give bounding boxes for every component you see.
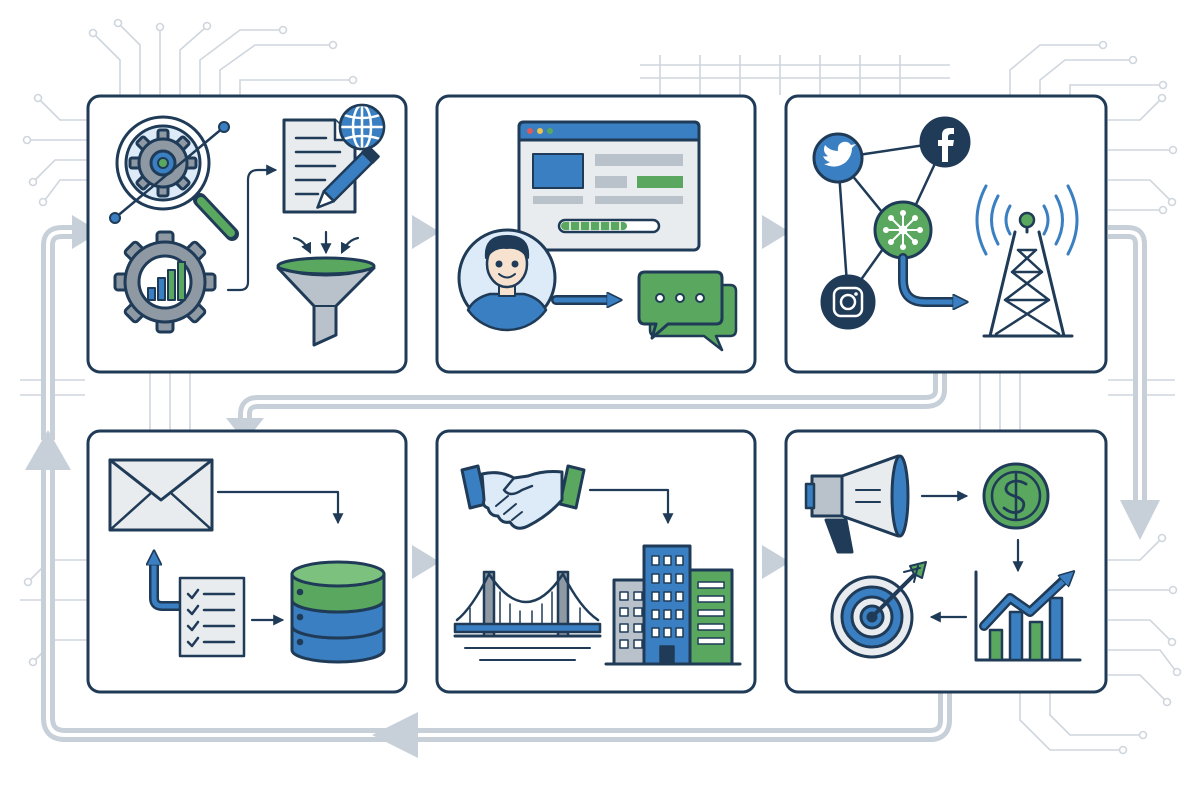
research-panel-content (109, 103, 386, 347)
flow-arrow-down-right (1120, 500, 1160, 540)
website-panel-content (457, 120, 738, 352)
flow-arrow-up-left (25, 430, 71, 470)
flow-arrow-step-4-5 (412, 545, 440, 579)
megaphone-icon (804, 454, 910, 554)
handshake-icon (460, 464, 586, 530)
facebook-icon (919, 116, 971, 168)
browser-window-icon (517, 120, 701, 252)
envelope-icon (108, 458, 214, 532)
flow-arrow-into-step-1 (72, 215, 100, 249)
flow-arrow-step-2-3 (762, 215, 790, 249)
document-pen-icon (282, 118, 380, 214)
user-avatar-icon (457, 228, 557, 332)
database-icon (290, 560, 386, 664)
flow-arrow-step-1-2 (412, 215, 440, 249)
flow-loop (25, 215, 1160, 758)
buildings-icon (604, 544, 742, 666)
globe-icon (338, 103, 386, 151)
social-panel-content (812, 116, 1079, 338)
partnerships-panel-content (453, 464, 742, 666)
magnifier-gear-icon (109, 115, 239, 241)
flow-arrow-left-bottom (372, 712, 418, 758)
bridge-icon (453, 570, 602, 661)
instagram-icon (820, 274, 876, 330)
funnel-icon (276, 256, 376, 347)
dollar-coin-icon (982, 462, 1050, 530)
twitter-icon (812, 132, 864, 184)
promotion-panel-content (804, 454, 1082, 662)
gear-chart-icon (113, 230, 217, 334)
email-panel-content (108, 458, 386, 664)
flow-arrow-step-5-6 (762, 545, 790, 579)
growth-chart-icon (974, 572, 1082, 662)
target-icon (830, 561, 927, 659)
chat-bubble-icon (637, 270, 738, 352)
checklist-icon (178, 576, 246, 658)
broadcast-tower-icon (975, 184, 1079, 338)
circuit-background (20, 18, 1182, 755)
network-hub-icon (873, 200, 933, 260)
